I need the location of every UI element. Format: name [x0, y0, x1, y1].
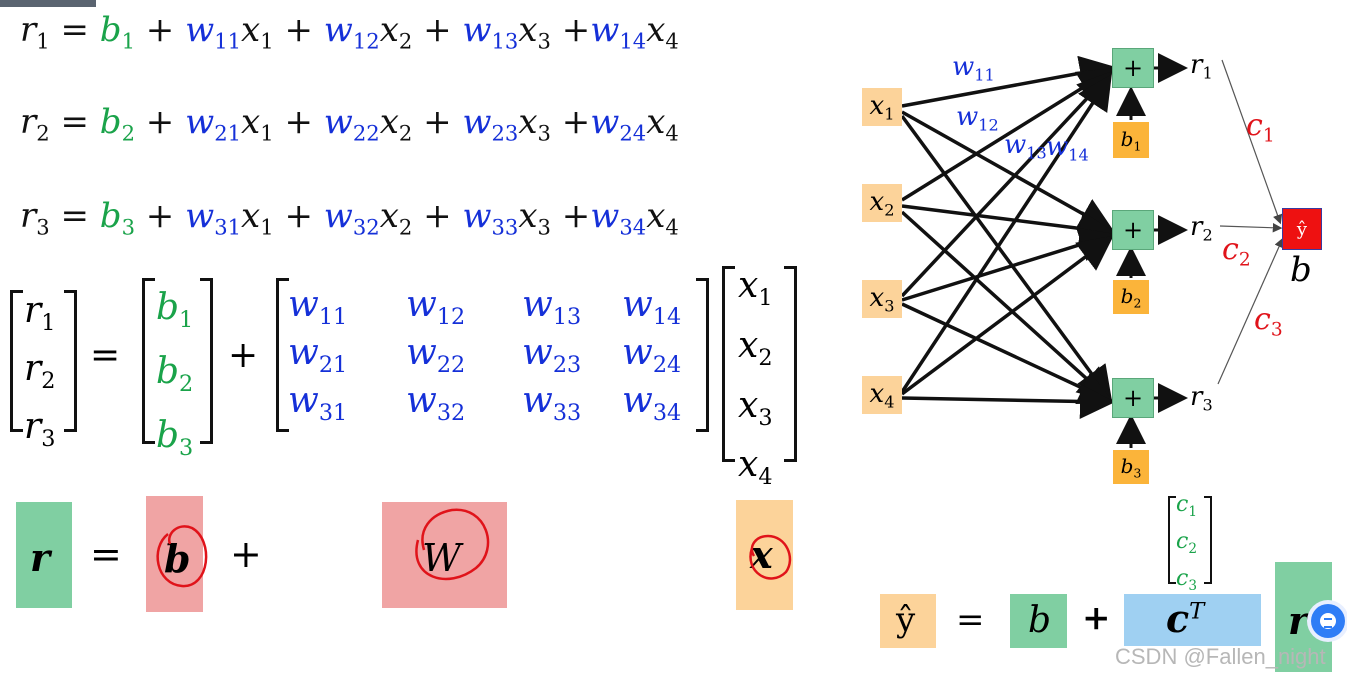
watermark-text: CSDN @Fallen_night	[1115, 644, 1326, 669]
vector-equals: =	[90, 532, 122, 576]
output-label-r3: r3	[1190, 382, 1213, 415]
r-symbol: r	[30, 535, 51, 580]
weight-label-w12: w12	[956, 102, 999, 135]
b-vector-right-bracket	[200, 278, 213, 444]
matrix-equals: =	[90, 335, 121, 376]
input-node-x3: x3	[862, 280, 902, 318]
yhat-box	[880, 594, 936, 648]
x-vector-left-bracket	[722, 266, 735, 462]
bias-node-b3: b3	[1113, 450, 1149, 484]
ct-symbol: cT	[1166, 596, 1205, 641]
equation-r3: r3 = b3 + w31x1 + w32x2 + w33x3 +w34x4	[20, 196, 679, 240]
c-vector: c1 c2 c3	[1176, 492, 1197, 594]
c-vector-right-bracket	[1204, 496, 1212, 584]
weight-label-w14: w14	[1046, 132, 1089, 165]
weight-label-w11: w11	[952, 52, 995, 85]
b-circle-mark	[156, 525, 208, 588]
x-box	[736, 500, 793, 610]
x-vector: x1 x2 x3 x4	[738, 265, 773, 491]
b-vector-left-bracket	[142, 278, 155, 444]
yhat-symbol: ŷ	[896, 600, 916, 640]
input-node-x4: x4	[862, 376, 902, 414]
equation-r2: r2 = b2 + w21x1 + w22x2 + w23x3 +w24x4	[20, 102, 679, 146]
bias-node-b2: b2	[1113, 280, 1149, 314]
output-label-r1: r1	[1190, 50, 1213, 83]
c-vector-left-bracket	[1168, 496, 1176, 584]
bias-node-b1: b1	[1113, 122, 1149, 158]
b-box	[146, 496, 203, 612]
c-weight-edges	[1217, 59, 1284, 385]
weight-label-w13: w13	[1004, 130, 1047, 163]
r-box	[16, 502, 72, 608]
w-matrix-left-bracket	[276, 278, 289, 432]
ct-box	[1124, 594, 1261, 646]
output-bias-label: b	[1290, 250, 1312, 290]
thumbnail-strip	[0, 0, 96, 7]
c-label-c1: c1	[1246, 108, 1275, 147]
final-r-symbol: r	[1288, 598, 1309, 643]
sum-node-2: +	[1112, 210, 1154, 250]
sum-node-3: +	[1112, 378, 1154, 418]
r-vector-left-bracket	[10, 290, 23, 432]
input-weight-edges	[900, 55, 1115, 419]
r-vector-right-bracket	[64, 290, 77, 432]
vector-plus: +	[230, 532, 262, 576]
output-node-yhat: ŷ	[1282, 208, 1322, 250]
x-symbol: x	[750, 532, 773, 577]
sum-node-1: +	[1112, 48, 1154, 88]
final-plus: +	[1082, 598, 1111, 638]
w-matrix-right-bracket	[696, 278, 709, 432]
x-circle-mark	[749, 534, 792, 580]
w-circle-mark	[415, 508, 490, 581]
sum-output-edges	[1152, 53, 1188, 413]
input-node-x1: x1	[862, 88, 902, 126]
matrix-plus: +	[228, 335, 259, 376]
x-vector-right-bracket	[784, 266, 797, 462]
c-label-c3: c3	[1254, 302, 1283, 341]
b-symbol: b	[164, 536, 191, 581]
w-symbol: W	[422, 536, 462, 580]
final-b-box	[1010, 594, 1067, 648]
chat-button[interactable]	[1311, 604, 1345, 638]
b-vector: b1 b2 b3	[156, 287, 194, 461]
input-node-x2: x2	[862, 184, 902, 222]
final-b-symbol: b	[1028, 600, 1052, 641]
r-vector: r1 r2 r3	[24, 290, 56, 452]
c-label-c2: c2	[1222, 232, 1251, 271]
output-label-r2: r2	[1190, 212, 1213, 245]
final-equals: =	[956, 600, 985, 640]
equation-r1: r1 = b1 + w11x1 + w12x2 + w13x3 +w14x4	[20, 10, 679, 54]
